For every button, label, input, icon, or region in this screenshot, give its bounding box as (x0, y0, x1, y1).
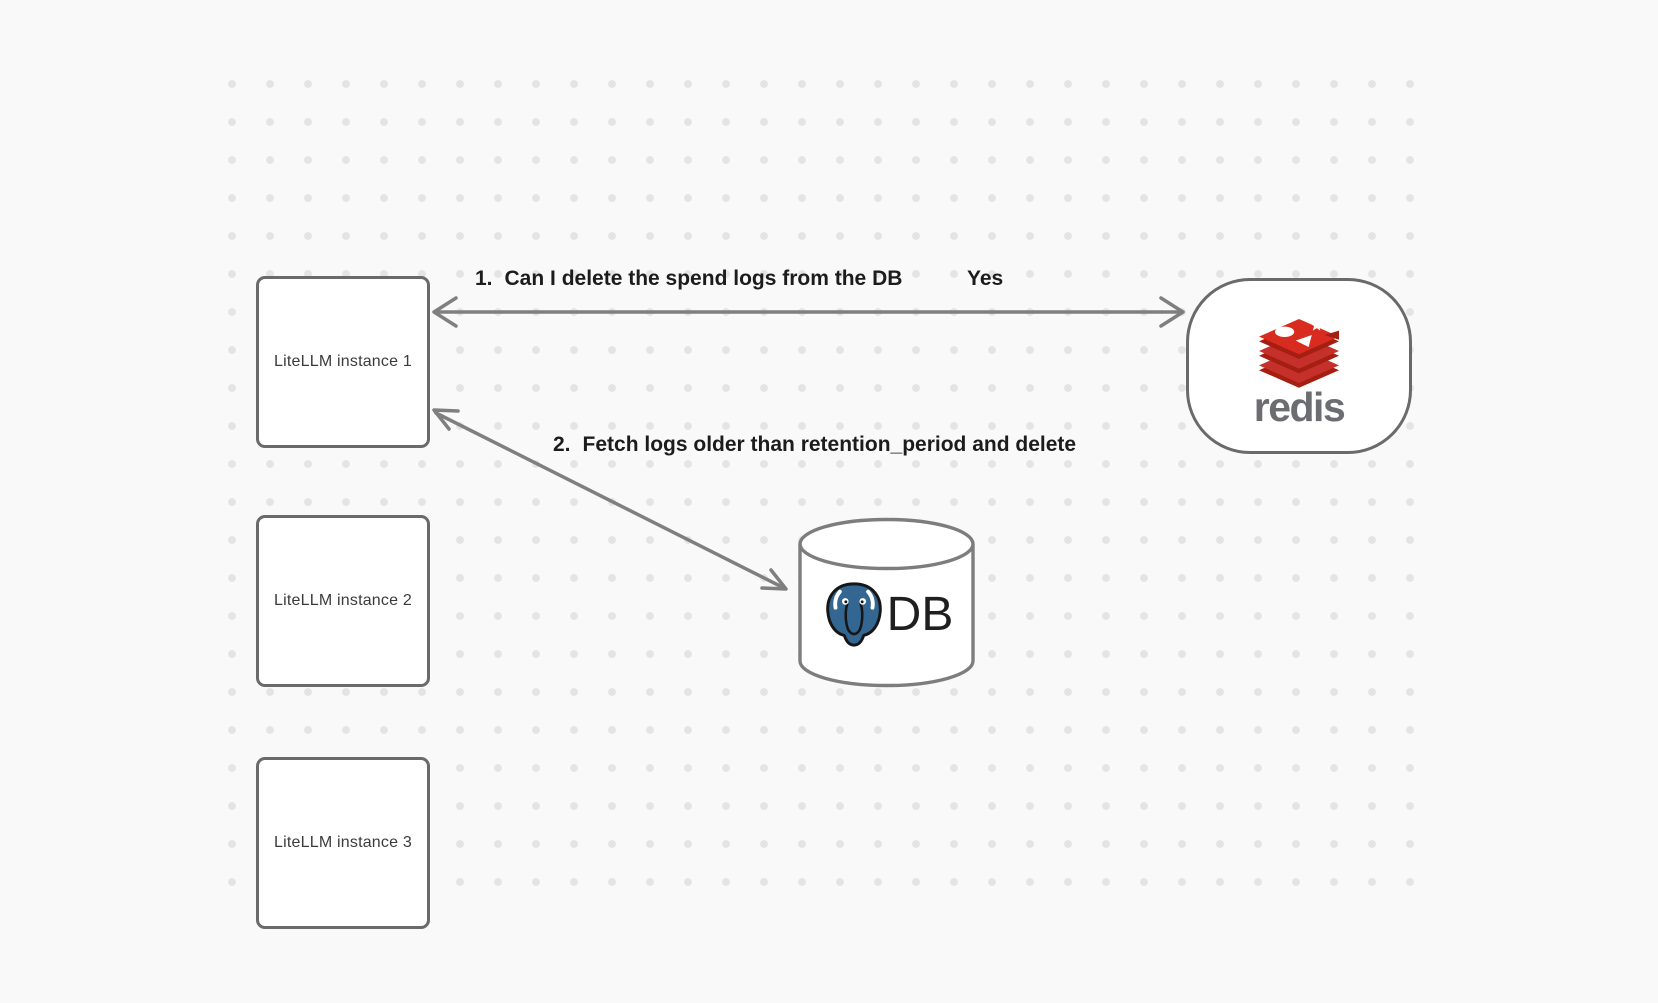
postgresql-logo-icon (825, 582, 882, 647)
redis-logo-icon (1259, 318, 1339, 388)
redis-notch-shape (1324, 330, 1339, 340)
database-label: DB (886, 588, 954, 641)
arrow-1-response: Yes (967, 267, 1004, 290)
arrow-2-number: 2. (553, 433, 571, 456)
node-litellm-instance-1: LiteLLM instance 1 (256, 276, 430, 448)
arrow-1-label: 1. Can I delete the spend logs from the D… (475, 267, 902, 291)
node-litellm-instance-3: LiteLLM instance 3 (256, 757, 430, 929)
node-database: DB (797, 516, 976, 689)
node-label: LiteLLM instance 1 (274, 353, 412, 370)
node-redis: redis (1186, 278, 1412, 454)
redis-star-shape (1310, 318, 1323, 331)
redis-triangle-shape (1295, 334, 1312, 347)
node-label: LiteLLM instance 3 (274, 834, 412, 851)
node-litellm-instance-2: LiteLLM instance 2 (256, 515, 430, 687)
arrow-2-label: 2. Fetch logs older than retention_period… (553, 433, 1076, 457)
arrow-1-number: 1. (475, 267, 493, 290)
database-cylinder (798, 517, 975, 688)
database-content: DB (811, 580, 961, 650)
arrow-2-text: Fetch logs older than retention_period a… (582, 433, 1077, 456)
redis-wordmark: redis (1253, 383, 1346, 430)
node-label: LiteLLM instance 2 (274, 592, 412, 609)
arrow-1-text: Can I delete the spend logs from the DB (504, 267, 903, 290)
redis-circle-shape (1275, 326, 1295, 337)
